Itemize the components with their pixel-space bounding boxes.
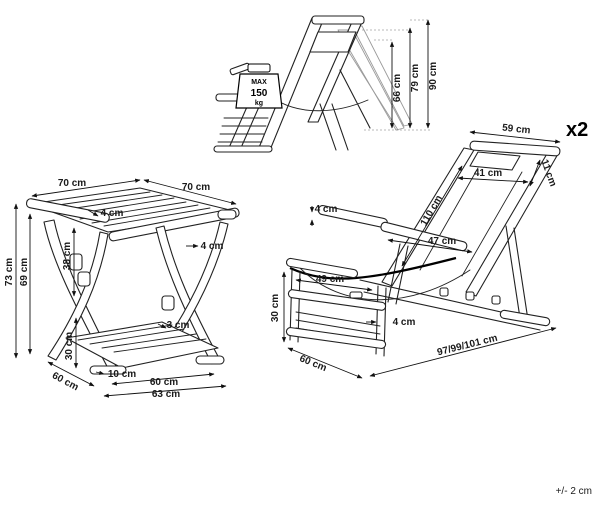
- badge-weight-value: 150: [251, 88, 268, 99]
- table-leg-width-label: 4 cm: [201, 241, 224, 252]
- chair-seat-depth-label: 49 cm: [316, 274, 344, 285]
- chair-leg-thickness-label: 4 cm: [393, 317, 416, 328]
- reclining-positions-preview: MAX 150 kg 66 cm 79 cm 90 cm: [213, 15, 439, 153]
- table-base-width-label: 60 cm: [150, 377, 178, 388]
- folding-table-drawing: 70 cm 70 cm 4 cm 4 cm 73 cm 69 cm 38 cm …: [4, 178, 240, 400]
- table-inner-height-label: 69 cm: [19, 258, 30, 286]
- table-rim-height-label: 4 cm: [101, 208, 124, 219]
- table-base-total-label: 63 cm: [152, 389, 180, 400]
- chair-arm-thickness-label: 4 cm: [315, 204, 338, 215]
- table-total-height-label: 73 cm: [4, 258, 15, 286]
- table-leg-height-label: 38 cm: [62, 242, 73, 270]
- tolerance-note: +/- 2 cm: [556, 486, 592, 497]
- chair-depth-label: 60 cm: [298, 353, 329, 374]
- preview-height-66-label: 66 cm: [392, 74, 403, 102]
- chair-seat-height-label: 30 cm: [270, 294, 281, 322]
- table-bar-thickness-label: 3 cm: [167, 320, 190, 331]
- badge-max-label: MAX: [251, 79, 267, 86]
- table-footrest-height-label: 30 cm: [64, 332, 75, 360]
- chair-head-width-label: 41 cm: [474, 168, 502, 179]
- chair-top-width-label: 59 cm: [502, 123, 531, 137]
- badge-unit-label: kg: [255, 100, 263, 107]
- preview-height-79-label: 79 cm: [410, 64, 421, 92]
- table-width-label-2: 70 cm: [182, 182, 210, 193]
- preview-height-90-label: 90 cm: [428, 62, 439, 90]
- chair-length-options-label: 97/99/101 cm: [436, 333, 499, 359]
- deck-chair-drawing: 59 cm 41 cm 11 cm 110 cm 47 cm 4 cm 49 c…: [270, 123, 561, 379]
- table-bar-offset-label: 10 cm: [108, 369, 136, 380]
- max-load-badge: MAX 150 kg: [235, 63, 283, 109]
- table-width-label-1: 70 cm: [58, 178, 86, 189]
- quantity-label: x2: [566, 119, 588, 141]
- chair-seat-width-label: 47 cm: [428, 236, 456, 247]
- table-depth-label: 60 cm: [50, 370, 80, 393]
- chair-back-length-label: 110 cm: [419, 193, 445, 227]
